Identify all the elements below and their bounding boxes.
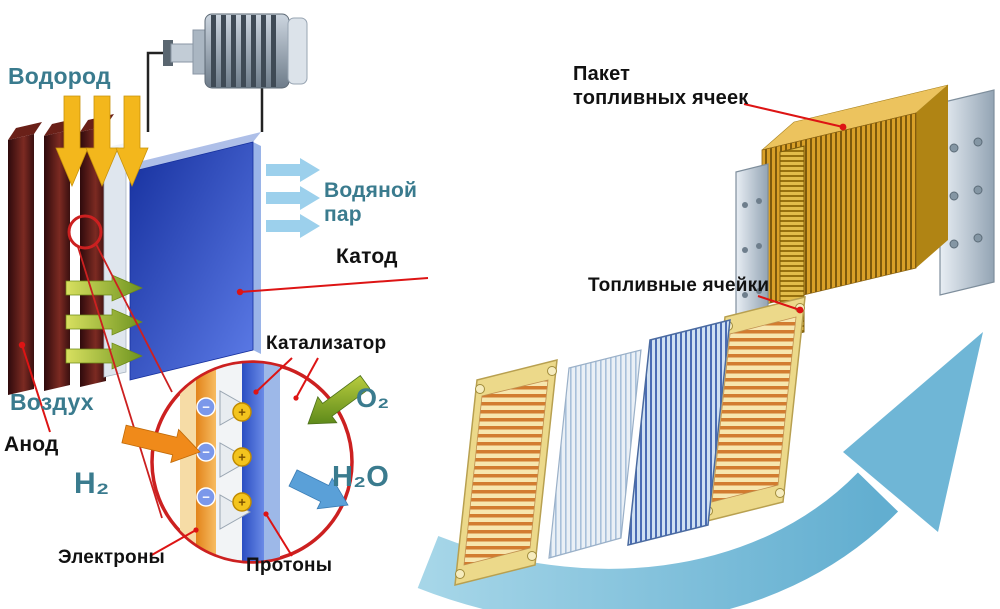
leader-line-catalyst xyxy=(255,357,293,393)
water-vapor-arrow xyxy=(266,186,320,210)
motor-body xyxy=(204,13,290,89)
electric-motor xyxy=(163,13,308,89)
circuit-wire-left xyxy=(146,51,167,132)
water-vapor-arrows xyxy=(266,158,320,238)
cathode-plate xyxy=(129,132,261,381)
motor-endcap-right xyxy=(287,17,308,85)
leader-dot-stack xyxy=(839,123,847,131)
label-electrons: Электроны xyxy=(58,547,165,568)
air-flow-arrow xyxy=(65,342,143,370)
label-protons: Протоны xyxy=(246,555,333,576)
fuel-cell-plates xyxy=(454,296,806,586)
plus-icon: + xyxy=(238,495,246,510)
proton-badge xyxy=(232,447,252,467)
leader-line-protons xyxy=(265,513,293,557)
leader-line-fuel-cells xyxy=(757,295,801,311)
label-stack-line2: топливных ячеек xyxy=(573,87,749,109)
label-o2: O₂ xyxy=(356,383,390,413)
catalyst-layer-support xyxy=(264,363,280,561)
plus-icon: + xyxy=(238,405,246,420)
fuel-cell-plate-1 xyxy=(454,359,558,586)
catalyst-layer-anode xyxy=(196,363,216,561)
label-water-vapor-line1: Водяной xyxy=(324,179,418,202)
air-flow-arrow xyxy=(65,274,143,302)
label-h2: H₂ xyxy=(74,467,110,500)
label-catalyst: Катализатор xyxy=(266,333,387,354)
zoom-cone-line xyxy=(95,243,173,393)
zoom-cone-line xyxy=(77,246,163,519)
assembly-cycle-arrow xyxy=(417,332,983,609)
fuel-cell-plate-4 xyxy=(702,296,806,523)
leader-line-anode xyxy=(21,344,51,433)
proton-badges: + + + xyxy=(232,402,252,512)
proton-badge xyxy=(232,492,252,512)
fuel-cell-stack xyxy=(735,84,995,353)
hydrogen-flow-arrows xyxy=(55,95,149,188)
stack-end-plate-left xyxy=(735,163,769,353)
catalyst-layer-diffusion xyxy=(180,363,196,561)
label-h2o: H₂O xyxy=(332,461,389,493)
minus-icon: − xyxy=(202,490,210,505)
plus-icon: + xyxy=(238,450,246,465)
anode-plate xyxy=(8,122,42,395)
label-stack-line1: Пакет xyxy=(573,63,631,85)
leader-lines-right xyxy=(743,103,847,314)
leader-lines-left xyxy=(18,277,429,557)
air-flow-arrow xyxy=(65,308,143,336)
water-vapor-arrow xyxy=(266,214,320,238)
leader-line-cathode xyxy=(239,277,429,293)
motor-fins xyxy=(211,15,276,87)
label-air: Воздух xyxy=(10,389,94,415)
electron-badge xyxy=(196,397,216,417)
motor-shaft xyxy=(170,43,196,63)
motor-coupling xyxy=(163,40,173,66)
water-vapor-arrow xyxy=(266,158,320,182)
air-flow-arrows xyxy=(65,274,143,370)
o2-arrow xyxy=(307,375,371,425)
zoom-source-circle xyxy=(67,214,103,250)
leader-line-stack xyxy=(743,103,844,128)
electron-badge xyxy=(196,487,216,507)
leader-dot-fuel-cells xyxy=(796,306,804,314)
stack-single-cell xyxy=(779,145,805,339)
h2o-arrow xyxy=(288,469,349,510)
fuel-cell-plate-3 xyxy=(627,319,731,546)
label-anode: Анод xyxy=(4,433,59,456)
label-fuel-cells: Топливные ячейки xyxy=(588,275,770,296)
minus-icon: − xyxy=(202,400,210,415)
stack-end-plate-right xyxy=(939,89,995,296)
leader-line-catalyst xyxy=(295,357,319,399)
hydrogen-flow-arrow xyxy=(115,95,149,188)
hydrogen-flow-arrow xyxy=(85,95,119,188)
stack-right-face xyxy=(916,85,948,268)
catalyst-inset: − − − + + + xyxy=(150,360,354,564)
proton-badge xyxy=(232,402,252,422)
minus-icon: − xyxy=(202,445,210,460)
leader-line-electrons xyxy=(149,529,197,557)
hydrogen-flow-arrow xyxy=(55,95,89,188)
label-hydrogen: Водород xyxy=(8,63,111,89)
fuel-cell-plate-2 xyxy=(548,349,642,559)
label-cathode: Катод xyxy=(336,245,398,268)
h2-arrow xyxy=(121,424,201,464)
label-water-vapor-line2: пар xyxy=(324,203,362,226)
electron-badges: − − − xyxy=(196,397,216,507)
